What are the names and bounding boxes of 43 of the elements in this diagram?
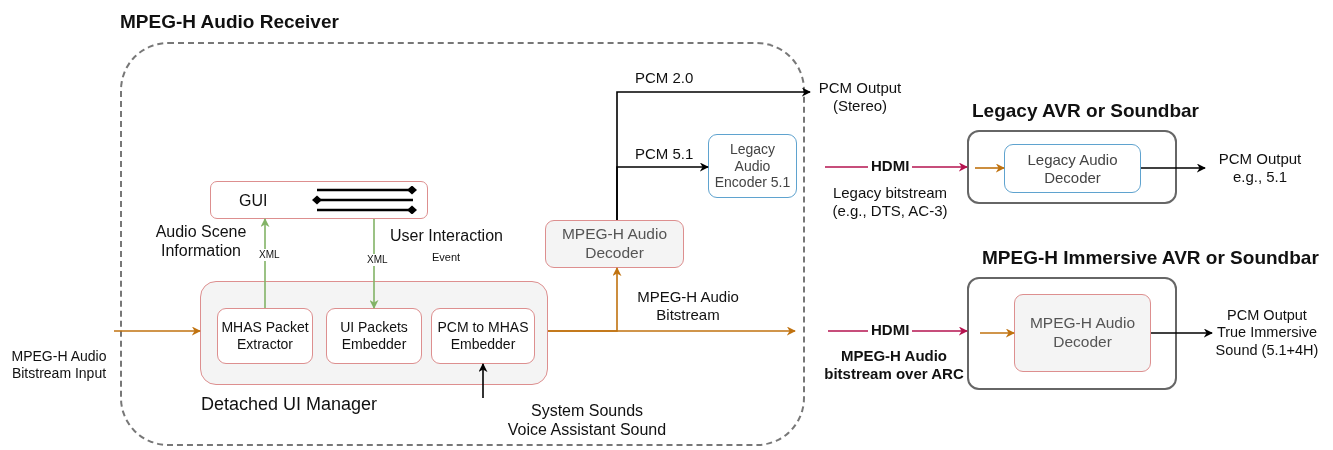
arrow [1140,163,1206,173]
arrow [547,326,796,336]
box-label: MPEG-H Audio Decoder [1028,314,1137,352]
io-label: PCM Output e.g., 5.1 [1205,148,1315,188]
arrow [616,162,709,221]
decoder-box [1014,294,1151,372]
edge-label: XML [364,254,391,266]
heading: Detached UI Manager [201,394,378,416]
arrow [369,218,379,309]
arrow [113,326,201,336]
io-label: MPEG-H Audio Bitstream Input [4,324,114,382]
arrow [260,218,270,309]
decoder-box [545,220,684,268]
heading: Legacy AVR or Soundbar [972,100,1199,123]
arrow [1150,328,1213,338]
io-label: PCM Output (Stereo) [810,76,910,118]
encoder-box [708,134,797,198]
process-box [431,308,535,364]
gui-box [210,181,428,219]
process-box [326,308,422,364]
annotation-text: MPEG-H Audio bitstream over ARC [823,347,965,383]
arrow [478,363,488,399]
annotation-text: Audio Scene Information [154,222,248,261]
io-label: System Sounds [530,400,644,420]
box-label: MHAS Packet Extractor [220,319,310,353]
box-label: Legacy Audio Decoder [1026,150,1119,187]
io-label: Voice Assistant Sound [507,420,667,440]
box-label: PCM to MHAS Embedder [436,319,530,353]
box-label: MPEG-H Audio Decoder [560,225,669,263]
annotation-text: Event [432,251,461,265]
arrow [974,163,1005,173]
annotation-text: User Interaction [390,226,503,246]
box-label: Legacy Audio Encoder 5.1 [713,140,792,192]
heading: MPEG-H Immersive AVR or Soundbar [982,247,1319,270]
io-label: PCM Output True Immersive Sound (5.1+4H) [1212,303,1322,363]
annotation-text: Legacy bitstream (e.g., DTS, AC-3) [831,184,949,220]
box-label: GUI [239,191,268,211]
box-label: UI Packets Embedder [339,319,409,353]
edge-label: XML [256,249,283,261]
arrow [979,328,1015,338]
process-box [217,308,313,364]
encoder-box [1004,144,1141,193]
heading: MPEG-H Audio Receiver [120,11,339,34]
